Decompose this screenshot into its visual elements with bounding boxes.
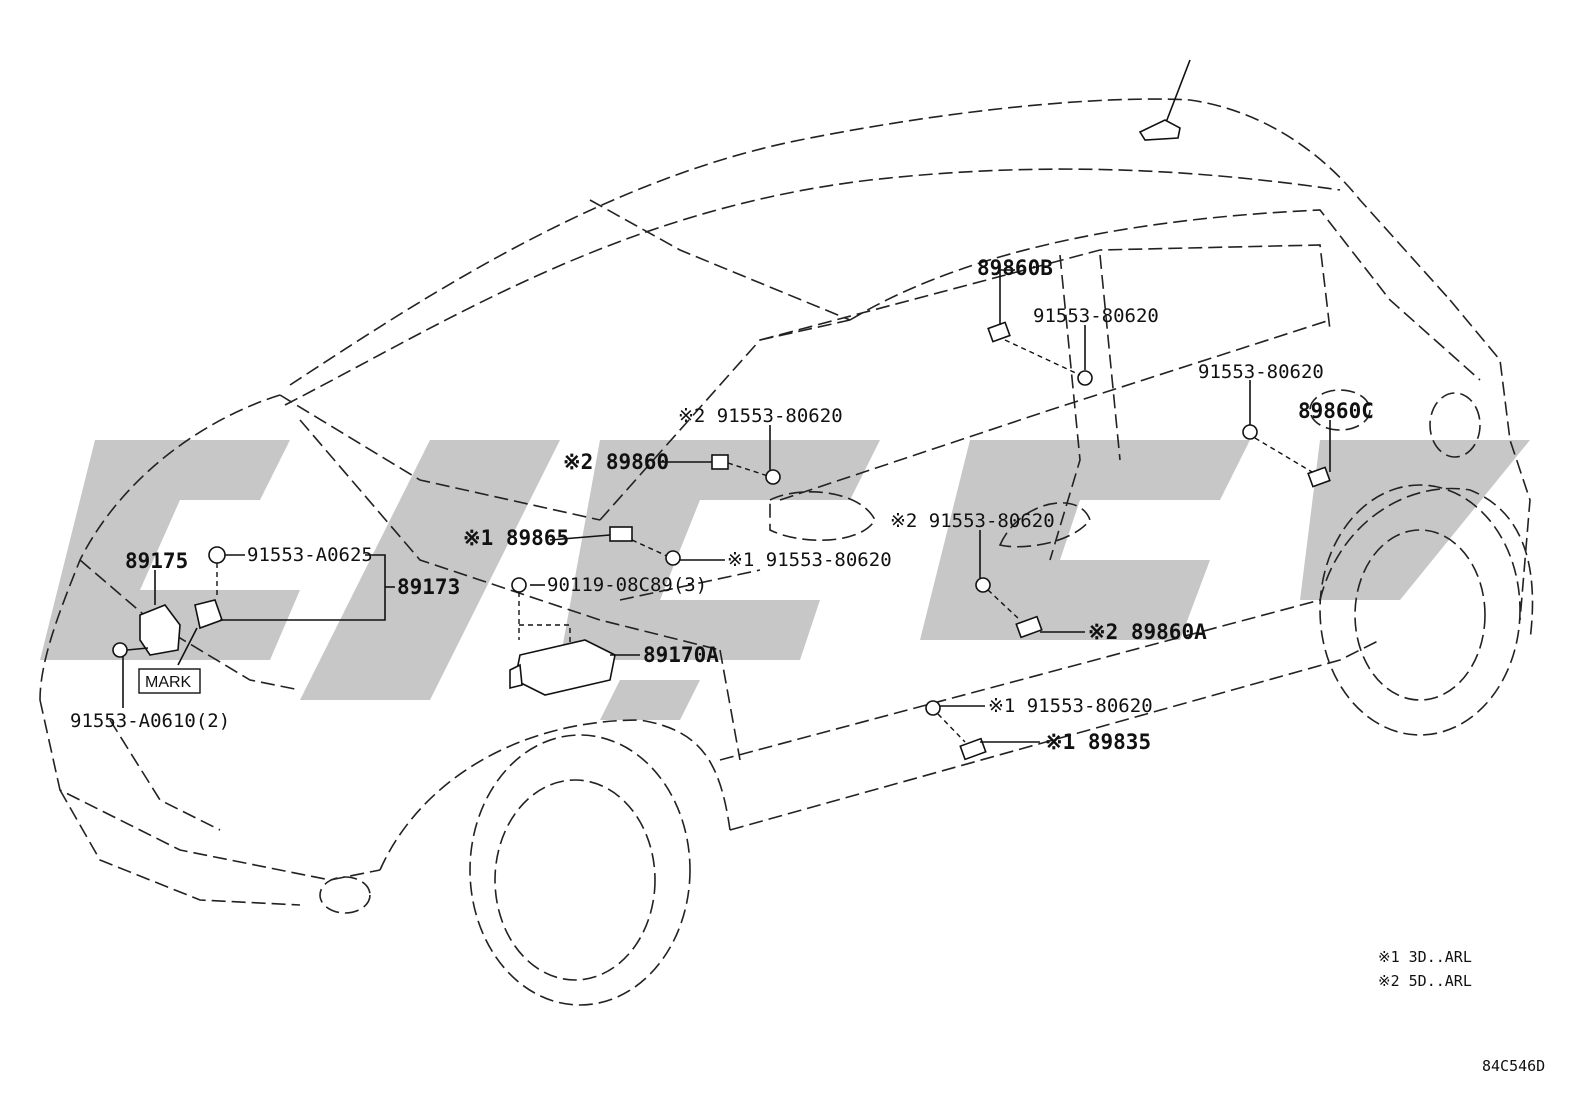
label-89835: ※1 89835 <box>1045 730 1151 754</box>
car-outline <box>39 98 1534 1006</box>
label-bolt-89860C: 91553-80620 <box>1198 361 1324 383</box>
label-bolt-89860B: 91553-80620 <box>1033 305 1159 327</box>
label-bolt-89170A: 90119-08C89(3) <box>547 574 707 596</box>
label-89860C: 89860C <box>1298 399 1374 423</box>
sensor-icon <box>1307 466 1331 488</box>
label-89170A: 89170A <box>643 643 719 667</box>
label-bolt-89860A: ※2 91553-80620 <box>890 510 1055 532</box>
bolt-icon <box>925 700 941 716</box>
bolt-icon <box>975 577 991 593</box>
sensor-icon <box>987 321 1011 343</box>
label-bolt-89175: 91553-A0625 <box>247 544 373 566</box>
antenna-icon <box>1138 59 1191 141</box>
watermark-logo <box>40 440 1530 720</box>
label-89860A: ※2 89860A <box>1088 620 1207 644</box>
label-89865: ※1 89865 <box>463 526 569 550</box>
sensor-icon <box>711 454 729 470</box>
leader-lines <box>122 269 1331 743</box>
label-bolt-89175b: 91553-A0610(2) <box>70 710 230 732</box>
sensor-icon <box>1015 615 1043 639</box>
label-89860B: 89860B <box>977 256 1053 280</box>
label-89860: ※2 89860 <box>563 450 669 474</box>
bolt-icon <box>1077 370 1093 386</box>
diagram-id: 84C546D <box>1482 1057 1545 1075</box>
label-89173: 89173 <box>397 575 460 599</box>
label-89175: 89175 <box>125 549 188 573</box>
label-bolt-89860: ※2 91553-80620 <box>678 405 843 427</box>
bolt-icon <box>665 550 681 566</box>
legend-note-1: ※1 3D..ARL <box>1378 948 1472 966</box>
bolt-icon <box>1242 424 1258 440</box>
sensor-icon <box>959 737 987 761</box>
bolt-icon <box>765 469 781 485</box>
sensor-icon <box>609 526 633 542</box>
callout-labels: 89860B 91553-80620 91553-80620 89860C ※2… <box>70 256 1374 754</box>
mark-box <box>138 668 201 694</box>
legend: ※1 3D..ARL ※2 5D..ARL <box>1378 948 1472 990</box>
label-mark: MARK <box>145 674 192 691</box>
label-bolt-89865: ※1 91553-80620 <box>727 549 892 571</box>
airbag-ecu-icon <box>509 577 616 696</box>
label-bolt-89835: ※1 91553-80620 <box>988 695 1153 717</box>
legend-note-2: ※2 5D..ARL <box>1378 972 1472 990</box>
